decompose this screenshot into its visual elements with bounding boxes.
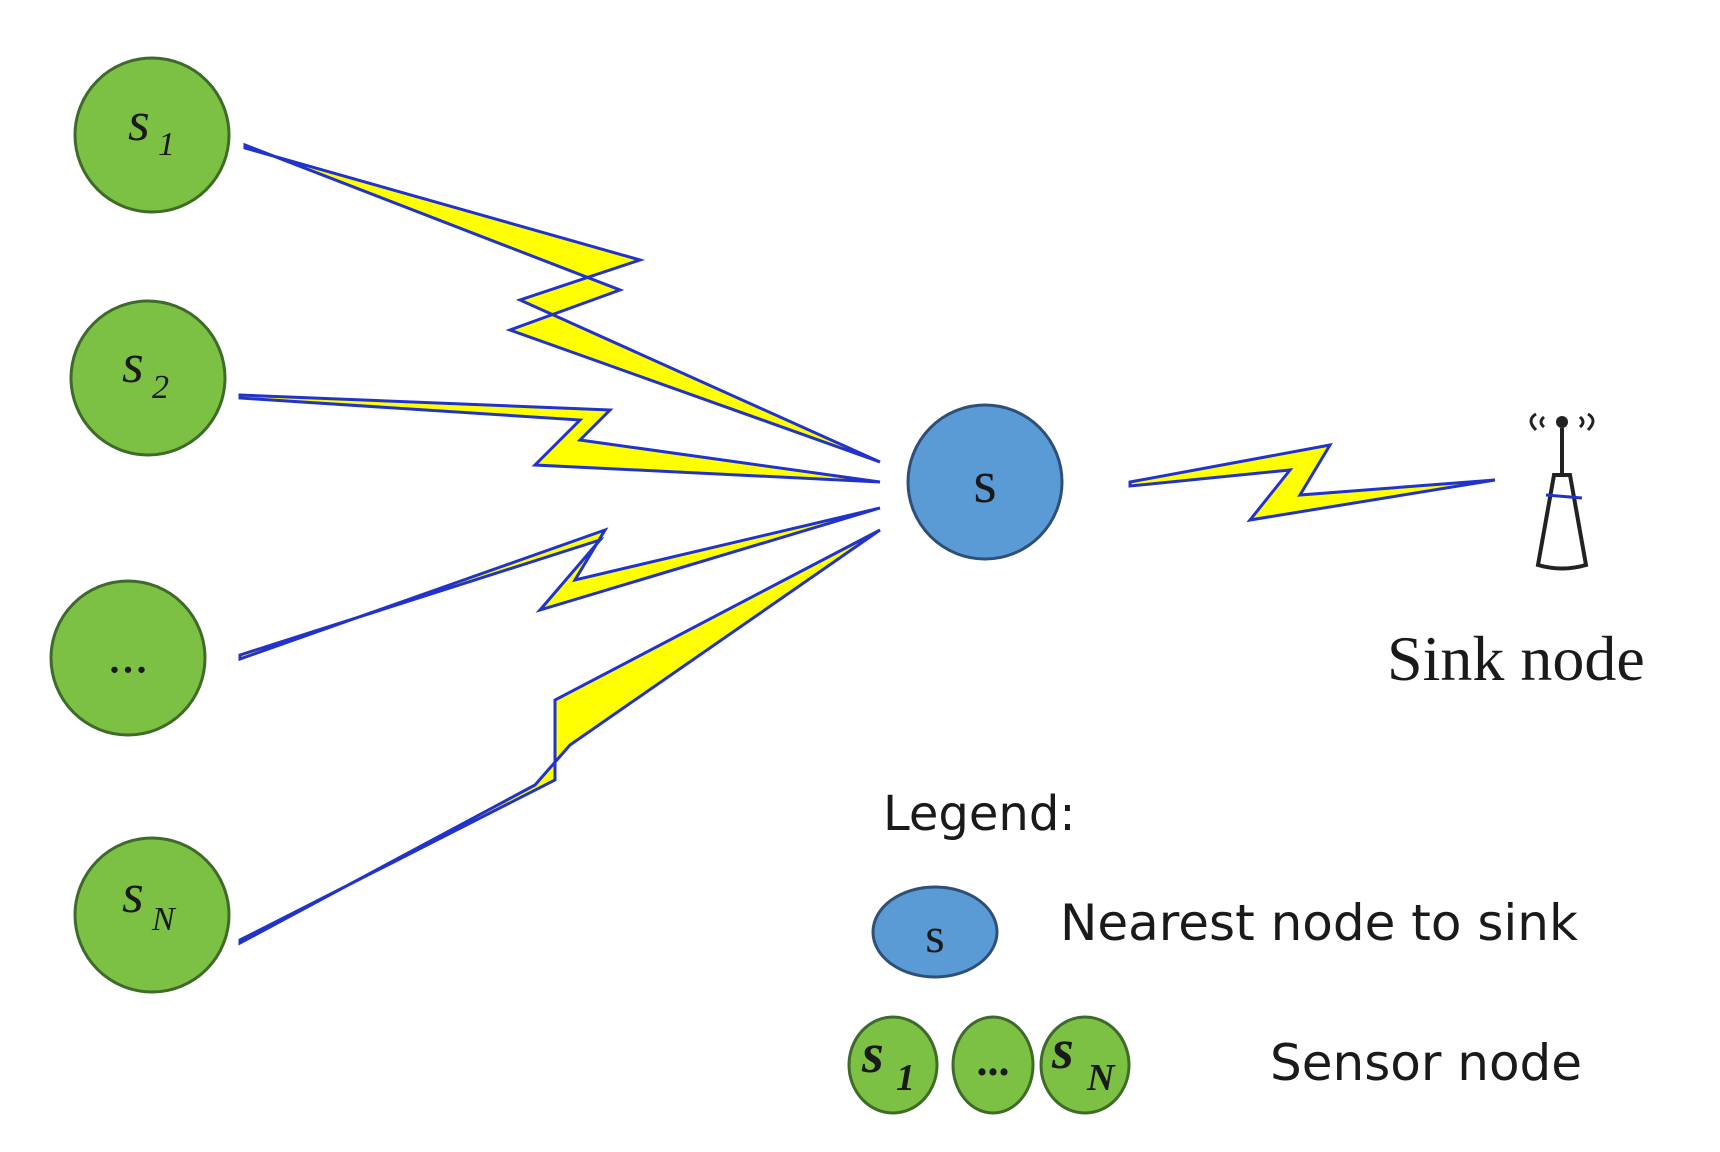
nearest-node: s (906, 403, 1064, 561)
legend-sensor-symbol-middle: ... (951, 1015, 1035, 1115)
node-label-main: s (973, 449, 996, 515)
node-label-main: s (122, 863, 144, 925)
node-label-main: ... (108, 624, 149, 684)
legend-nearest-symbol: s (871, 885, 999, 979)
legend-sensor-symbol-sub: N (1086, 1057, 1116, 1099)
node-label-sub: N (151, 901, 177, 938)
legend-sensor-label: Sensor node (1270, 1034, 1582, 1092)
legend-sensor-symbol-main: s (1051, 1019, 1074, 1081)
link-s2-to-s (238, 393, 881, 484)
legend-sensor-symbol-middle-label: ... (977, 1036, 1010, 1085)
legend: Legend: s Nearest node to sink s 1 ... s… (847, 786, 1582, 1115)
legend-nearest-label: Nearest node to sink (1060, 894, 1578, 952)
link-s-to-sink (1128, 442, 1496, 523)
legend-nearest-symbol-label: s (925, 907, 944, 963)
sensor-node-s1: s 1 (73, 56, 231, 214)
node-label-main: s (128, 91, 150, 153)
sink-node-label: Sink node (1387, 623, 1645, 694)
antenna-tower-icon (1529, 412, 1595, 571)
legend-sensor-symbol-last: s N (1039, 1015, 1131, 1115)
node-label-main: s (122, 333, 144, 395)
link-s1-to-s (243, 142, 881, 464)
sensor-node-sN: s N (73, 836, 231, 994)
node-label-sub: 2 (152, 369, 169, 406)
link-ellipsis-to-s (238, 506, 881, 662)
node-label-sub: 1 (158, 126, 175, 163)
sensor-node-ellipsis: ... (49, 579, 207, 737)
legend-title: Legend: (883, 786, 1076, 842)
legend-sensor-symbol-sub: 1 (896, 1057, 915, 1099)
link-sN-to-s (238, 528, 881, 946)
wireless-links (238, 142, 1496, 946)
legend-sensor-symbol-main: s (861, 1023, 884, 1085)
sensor-node-s2: s 2 (69, 299, 227, 457)
legend-sensor-symbol-first: s 1 (847, 1015, 939, 1115)
